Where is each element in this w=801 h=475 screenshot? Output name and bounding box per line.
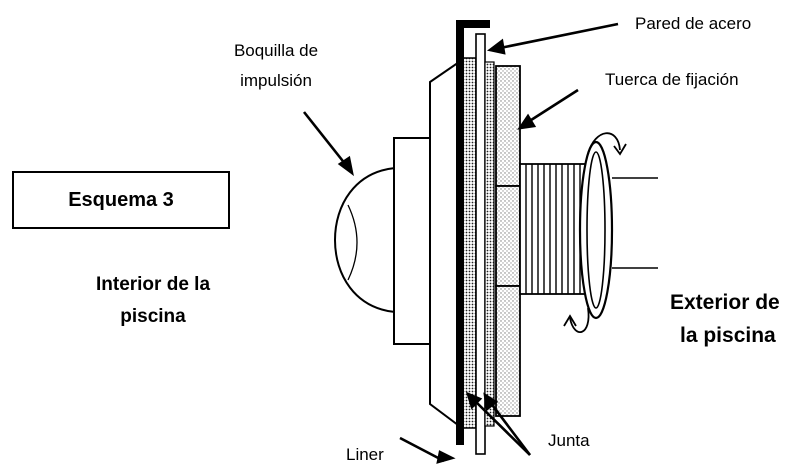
schema-title-box: Esquema 3 <box>12 171 230 229</box>
gasket-outer <box>484 61 495 427</box>
nozzle-label-line2: impulsión <box>240 71 312 90</box>
nut-label: Tuerca de fijación <box>605 70 739 89</box>
exterior-label-line1: Exterior de <box>670 291 780 314</box>
nozzle-body <box>393 137 431 345</box>
nozzle-eyeball <box>333 166 396 314</box>
nozzle-label-line1: Boquilla de <box>233 41 319 60</box>
exterior-label-line2: la piscina <box>680 324 776 347</box>
liner-label: Liner <box>346 445 384 464</box>
interior-label-line2: piscina <box>120 306 186 327</box>
interior-label-line1: Interior de la <box>95 274 211 295</box>
fixing-nut <box>495 65 521 417</box>
steel-wall <box>475 33 486 455</box>
schema-title: Esquema 3 <box>68 188 174 211</box>
leader-lines <box>302 22 619 464</box>
rotation-arrows <box>563 132 627 333</box>
liner-bar <box>456 20 490 445</box>
gasket-label: Junta <box>548 431 590 450</box>
steel-wall-label: Pared de acero <box>635 14 752 33</box>
threaded-pipe <box>519 140 658 320</box>
gasket-inner <box>461 57 477 429</box>
